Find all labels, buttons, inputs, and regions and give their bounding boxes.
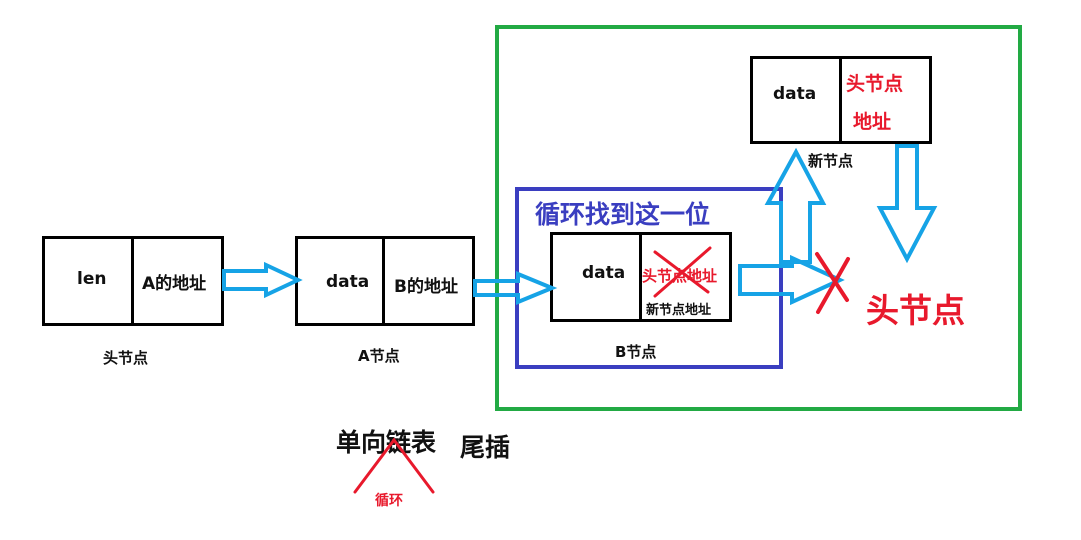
b-node-new-address: 新节点地址 [646,303,712,318]
head-node-target-label: 头节点 [866,291,965,330]
new-node-data: data [773,84,817,104]
new-node-address-line2: 地址 [853,111,892,133]
head-node-len: len [77,269,107,289]
new-node-caption: 新节点 [808,152,854,170]
loop-find-last-label: 循环找到这一位 [535,200,711,229]
diagram-subtitle: 尾插 [460,433,511,462]
head-node-caption: 头节点 [103,349,149,367]
caret-icon [353,437,435,494]
b-node-caption: B节点 [615,343,657,361]
cross-icon-head-link [815,252,850,314]
head-node: len A的地址 [42,236,224,326]
a-node-divider [382,236,385,326]
arrow-b-to-head [738,254,845,306]
cross-icon-b-address [653,246,712,298]
head-node-next-address: A的地址 [142,274,207,294]
loop-mark-label: 循环 [375,493,403,509]
new-node-address-line1: 头节点 [846,73,904,95]
arrow-head-to-a [222,261,303,299]
green-frame [495,25,1022,411]
arrow-a-to-b [473,271,558,305]
arrow-down-to-head [876,144,938,264]
a-node-caption: A节点 [358,347,400,365]
new-node: data 头节点 地址 [750,56,932,144]
arrow-up-to-new-node [764,147,827,264]
b-node-data: data [582,263,626,283]
b-node-divider [639,232,642,322]
a-node-next-address: B的地址 [394,277,458,297]
a-node-data: data [326,272,370,292]
new-node-divider [839,56,842,144]
head-node-divider [131,236,134,326]
